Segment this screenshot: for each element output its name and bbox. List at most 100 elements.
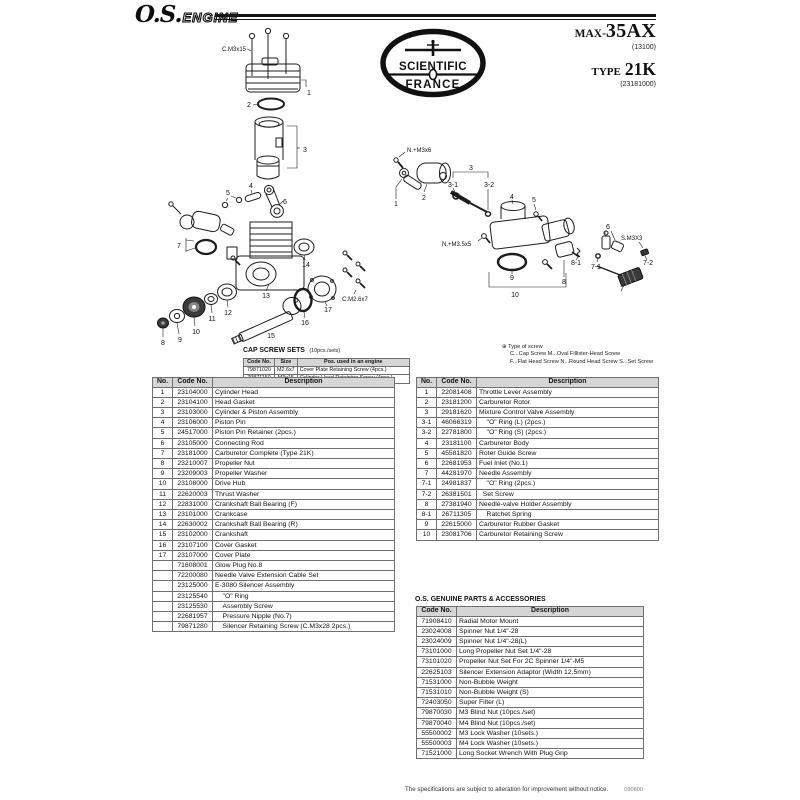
table-cell bbox=[152, 570, 173, 582]
cover-screw-size-label: C.M2.6x7 bbox=[342, 297, 368, 303]
col-no: No. bbox=[152, 377, 173, 388]
model-name: 35AX bbox=[605, 20, 656, 42]
table-cell: 5 bbox=[416, 447, 437, 460]
table-cell: Roter Guide Screw bbox=[476, 447, 659, 460]
table-cell: 73101000 bbox=[416, 646, 457, 658]
cap-screw-sets-subtitle: (10pcs./sets) bbox=[309, 348, 341, 354]
model-prefix: MAX- bbox=[574, 28, 606, 40]
table-cell: 17 bbox=[152, 549, 173, 562]
table-cell: 15 bbox=[152, 529, 173, 541]
table-cell: 79870040 bbox=[416, 717, 457, 729]
callout-label: 3-1 bbox=[448, 182, 458, 189]
table-cell: 1 bbox=[416, 386, 437, 398]
table-cell: 23181100 bbox=[436, 437, 477, 449]
table-cell: 22681953 bbox=[436, 458, 477, 470]
table-header-row: Code No. Description bbox=[416, 606, 644, 617]
body-screw-size-label: N.+M3.5x5 bbox=[442, 242, 472, 248]
carb-callout-labels: 1 2 3 3-1 3-2 4 5 6 7 7-1 7-2 8 8-1 9 10 bbox=[394, 165, 653, 299]
model-name-row: MAX-35AX bbox=[530, 20, 656, 44]
callout-label: 8 bbox=[562, 279, 566, 286]
table-cell: Cover Gasket bbox=[212, 539, 395, 551]
main-callout-labels: 1 2 3 4 5 6 7 8 9 10 11 12 13 14 15 16 1… bbox=[161, 90, 332, 347]
type-name-row: TYPE 21K bbox=[530, 60, 656, 81]
table-cell: 72200080 bbox=[172, 570, 213, 582]
col-pos: Pos. used in an engine bbox=[296, 358, 410, 367]
table-cell: 13 bbox=[152, 509, 173, 521]
table-cell: 26381501 bbox=[436, 488, 477, 500]
col-description: Description bbox=[476, 377, 659, 388]
table-cell: 27381940 bbox=[436, 498, 477, 511]
throttle-lever-drawing bbox=[393, 157, 422, 190]
table-cell: 71608001 bbox=[172, 560, 213, 572]
table-cell: 3 bbox=[416, 406, 437, 419]
cap-screw-sets-title: CAP SCREW SETS bbox=[243, 347, 305, 354]
table-cell: 45581820 bbox=[436, 447, 477, 460]
table-cell: Needle-valve Holder Assembly bbox=[476, 498, 659, 511]
callout-label: 13 bbox=[262, 293, 270, 300]
callout-label: 7 bbox=[177, 243, 181, 250]
table-cell: Long Propeller Nut Set 1/4"-28 bbox=[456, 646, 644, 658]
footer-doc-number: 090800 bbox=[624, 787, 643, 793]
table-cell: Spinner Nut 1/4"-28 bbox=[456, 625, 644, 638]
table-cell: Propeller Nut bbox=[212, 458, 395, 470]
carburetor-body-drawing bbox=[489, 201, 575, 250]
callout-label: 7-2 bbox=[643, 260, 653, 267]
table-cell: Cylinder Head bbox=[212, 386, 395, 398]
table-cell: Crankshaft Ball Bearing (F) bbox=[212, 498, 395, 511]
table-cell: Fuel Inlet (No.1) bbox=[476, 458, 659, 470]
table-cell: 9 bbox=[416, 519, 437, 531]
lever-screw-size-label: N.+M3x6 bbox=[407, 148, 432, 154]
table-cell: Cover Plate bbox=[212, 549, 395, 562]
table-cell: Throttle Lever Assembly bbox=[476, 386, 659, 398]
table-header-row: Code No. Size Pos. used in an engine bbox=[243, 358, 410, 367]
table-cell: 44281970 bbox=[436, 468, 477, 480]
table-cell: Non-Bubble Weight (S) bbox=[456, 687, 644, 699]
needle-holder-drawing bbox=[554, 241, 581, 258]
propeller-icon bbox=[405, 39, 461, 56]
callout-label: 8-1 bbox=[571, 260, 581, 267]
table-cell: Cylinder & Piston Assembly bbox=[212, 406, 395, 419]
table-cell: 72403050 bbox=[416, 697, 457, 709]
table-cell: Piston Pin Retainer (2pcs.) bbox=[212, 427, 395, 439]
table-cell: 8 bbox=[152, 458, 173, 470]
table-cell: Crankshaft bbox=[212, 529, 395, 541]
set-screw-size-label: S.M3X3 bbox=[621, 236, 643, 242]
table-cell: 79871280 bbox=[172, 621, 213, 633]
table-cell: M3 Lock Washer (10sets.) bbox=[456, 727, 644, 740]
table-cell: Set Screw bbox=[476, 488, 659, 500]
table-cell: 71531000 bbox=[416, 676, 457, 689]
model-code: (13100) bbox=[631, 44, 656, 51]
table-cell: 8-1 bbox=[416, 509, 437, 521]
type-code: (23181000) bbox=[620, 81, 656, 88]
screw-head-icon: ⊕ bbox=[502, 344, 507, 350]
table-cell: M4 Lock Washer (10sets.) bbox=[456, 738, 644, 750]
table-cell bbox=[152, 600, 173, 613]
table-cell: 55500002 bbox=[416, 727, 457, 740]
table-cell: 24981837 bbox=[436, 478, 477, 490]
table-cell: Propeller Washer bbox=[212, 468, 395, 480]
table-cell: 23101000 bbox=[172, 509, 213, 521]
table-cell: 22630002 bbox=[172, 519, 213, 531]
table-cell: Crankcase bbox=[212, 509, 395, 521]
table-cell: 73101020 bbox=[416, 656, 457, 668]
carburetor-complete-drawing bbox=[168, 201, 241, 266]
table-cell: 6 bbox=[416, 458, 437, 470]
table-cell: 1 bbox=[152, 386, 173, 398]
table-cell: Head Gasket bbox=[212, 396, 395, 409]
callout-label: 16 bbox=[301, 320, 309, 327]
